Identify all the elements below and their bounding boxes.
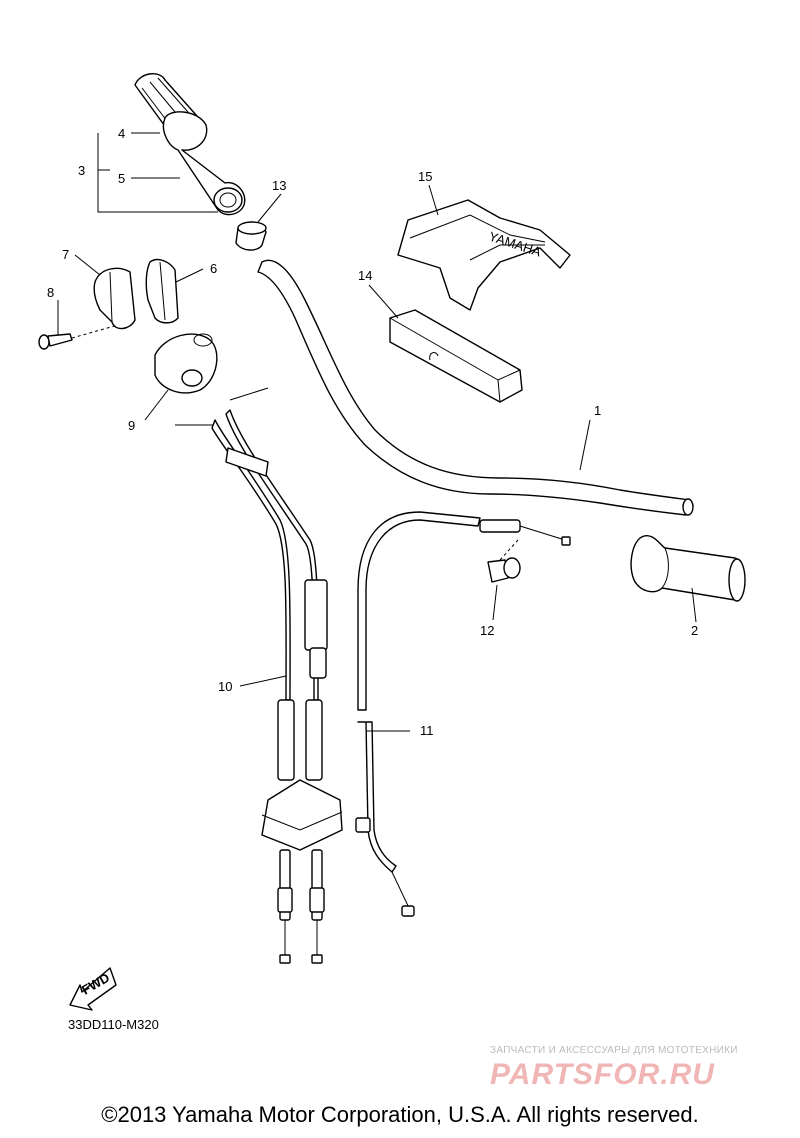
- handlebar-part: [257, 259, 694, 516]
- callout-7: 7: [62, 247, 69, 262]
- throttle-cable-part: [175, 387, 343, 964]
- callout-5: 5: [118, 171, 125, 186]
- callout-12: 12: [480, 623, 494, 638]
- copyright-notice: ©2013 Yamaha Motor Corporation, U.S.A. A…: [101, 1102, 699, 1127]
- callout-6: 6: [210, 261, 217, 276]
- callout-14: 14: [358, 268, 372, 283]
- callout-2: 2: [691, 623, 698, 638]
- fwd-arrow-icon: FWD: [69, 967, 117, 1011]
- left-grip-assembly-part: [134, 73, 246, 216]
- callout-11: 11: [420, 723, 434, 738]
- watermark-logo: PARTSFOR.RU: [490, 1058, 715, 1091]
- callout-9: 9: [128, 418, 135, 433]
- collar-part: [235, 221, 267, 251]
- holder-part-2: [145, 258, 179, 324]
- callout-8: 8: [47, 285, 54, 300]
- diagram-code: 33DD110-M320: [68, 1017, 159, 1032]
- throttle-housing-part: [154, 333, 218, 394]
- callout-labels: 1 2 3 4 5 6 7 8 9 10 11 12 13 14 15: [47, 126, 698, 738]
- top-cover-part: YAMAHA: [397, 199, 571, 311]
- callout-4: 4: [118, 126, 125, 141]
- right-grip-part: [630, 535, 746, 602]
- screw-part: [38, 324, 119, 350]
- callout-10: 10: [218, 679, 232, 694]
- holder-part: [93, 267, 136, 330]
- leader-lines: [57, 132, 697, 732]
- callout-15: 15: [418, 169, 432, 184]
- watermark-caption: ЗАПЧАСТИ И АКСЕССУАРЫ ДЛЯ МОТОТЕХНИКИ: [490, 1045, 738, 1056]
- clutch-cable-part: [355, 511, 571, 917]
- callout-3: 3: [78, 163, 85, 178]
- handlebar-pad-part: [389, 309, 523, 403]
- callout-13: 13: [272, 178, 286, 193]
- callout-1: 1: [594, 403, 601, 418]
- cable-adjuster-part: [487, 539, 521, 583]
